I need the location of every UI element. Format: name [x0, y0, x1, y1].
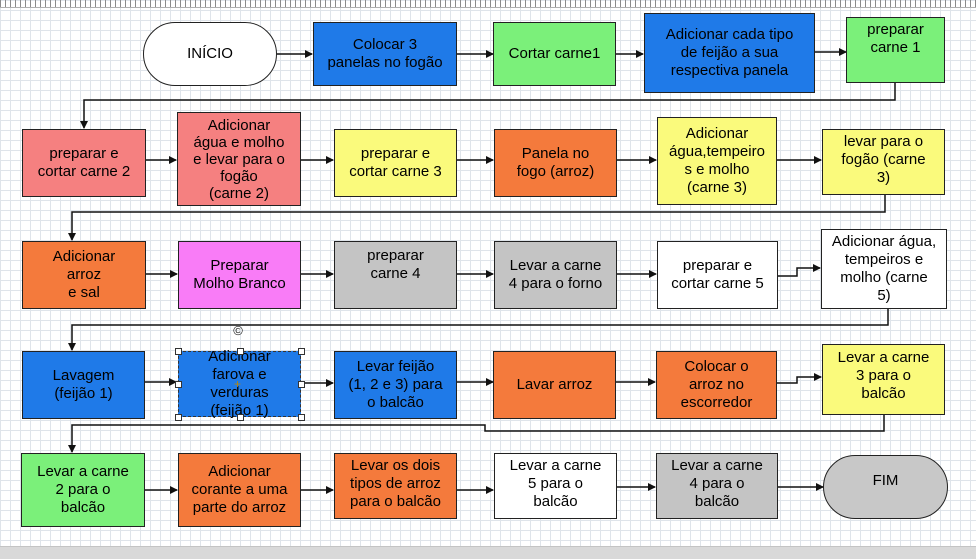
selection-handle-tm[interactable] — [237, 348, 244, 355]
edge-preparar1-carne2 — [80, 83, 896, 129]
center-mark-icon: + — [234, 377, 242, 391]
node-levar-carne4-forno[interactable]: Levar a carne 4 para o forno — [494, 241, 617, 309]
node-panela-fogo-arroz[interactable]: Panela no fogo (arroz) — [494, 129, 617, 197]
node-preparar-molho-branco[interactable]: Preparar Molho Branco — [178, 241, 301, 309]
selection-handle-tr[interactable] — [298, 348, 305, 355]
canvas-bottom-bar — [0, 546, 976, 559]
selection-handle-br[interactable] — [298, 414, 305, 421]
node-adicionar-feijao[interactable]: Adicionar cada tipo de feijão a sua resp… — [644, 13, 815, 93]
node-levar-carne5-balcao[interactable]: Levar a carne 5 para o balcão — [494, 453, 617, 519]
edge-carne3-carne2 — [68, 415, 885, 453]
node-adicionar-agua-temperos-c3[interactable]: Adicionar água,tempeiro s e molho (carne… — [657, 117, 777, 205]
rotate-handle-icon[interactable]: © — [233, 323, 243, 338]
node-levar-dois-arroz[interactable]: Levar os dois tipos de arroz para o balc… — [334, 453, 457, 519]
node-colocar-panelas[interactable]: Colocar 3 panelas no fogão — [313, 22, 457, 86]
node-adicionar-agua-molho-c2[interactable]: Adicionar água e molho e levar para o fo… — [177, 112, 301, 206]
node-colocar-arroz-escorredor[interactable]: Colocar o arroz no escorredor — [656, 351, 777, 419]
edge-agua5-lavagem — [68, 309, 889, 351]
node-levar-feijao-balcao[interactable]: Levar feijão (1, 2 e 3) para o balcão — [334, 351, 457, 419]
selection-handle-bl[interactable] — [175, 414, 182, 421]
selection-handle-mr[interactable] — [298, 381, 305, 388]
node-levar-carne2-balcao[interactable]: Levar a carne 2 para o balcão — [21, 453, 145, 527]
edge-escorredor-carne3 — [777, 373, 822, 384]
node-cortar-carne1[interactable]: Cortar carne1 — [493, 22, 616, 86]
node-preparar-cortar-carne3[interactable]: preparar e cortar carne 3 — [334, 129, 457, 197]
edge-carne5-agua5 — [778, 264, 821, 277]
node-preparar-cortar-carne2[interactable]: preparar e cortar carne 2 — [22, 129, 146, 197]
selection-handle-tl[interactable] — [175, 348, 182, 355]
node-preparar-carne1[interactable]: preparar carne 1 — [846, 17, 945, 83]
node-levar-carne4-balcao[interactable]: Levar a carne 4 para o balcão — [656, 453, 778, 519]
edge-levar3-arroz — [68, 195, 886, 241]
top-ruler — [0, 0, 976, 8]
node-preparar-carne4[interactable]: preparar carne 4 — [334, 241, 457, 309]
node-preparar-cortar-carne5[interactable]: preparar e cortar carne 5 — [657, 241, 778, 309]
node-inicio[interactable]: INÍCIO — [143, 22, 277, 86]
node-lavar-arroz[interactable]: Lavar arroz — [493, 351, 616, 419]
node-adicionar-corante[interactable]: Adicionar corante a uma parte do arroz — [178, 453, 301, 527]
node-adicionar-arroz-sal[interactable]: Adicionar arroz e sal — [22, 241, 146, 309]
node-levar-carne3-balcao[interactable]: Levar a carne 3 para o balcão — [822, 344, 945, 415]
node-fim[interactable]: FIM — [823, 455, 948, 519]
node-levar-fogao-c3[interactable]: levar para o fogão (carne 3) — [822, 129, 945, 195]
node-lavagem-feijao1[interactable]: Lavagem (feijão 1) — [22, 351, 145, 419]
node-adicionar-agua-c5[interactable]: Adicionar água, tempeiros e molho (carne… — [821, 229, 947, 309]
selection-handle-ml[interactable] — [175, 381, 182, 388]
selection-handle-bm[interactable] — [237, 414, 244, 421]
